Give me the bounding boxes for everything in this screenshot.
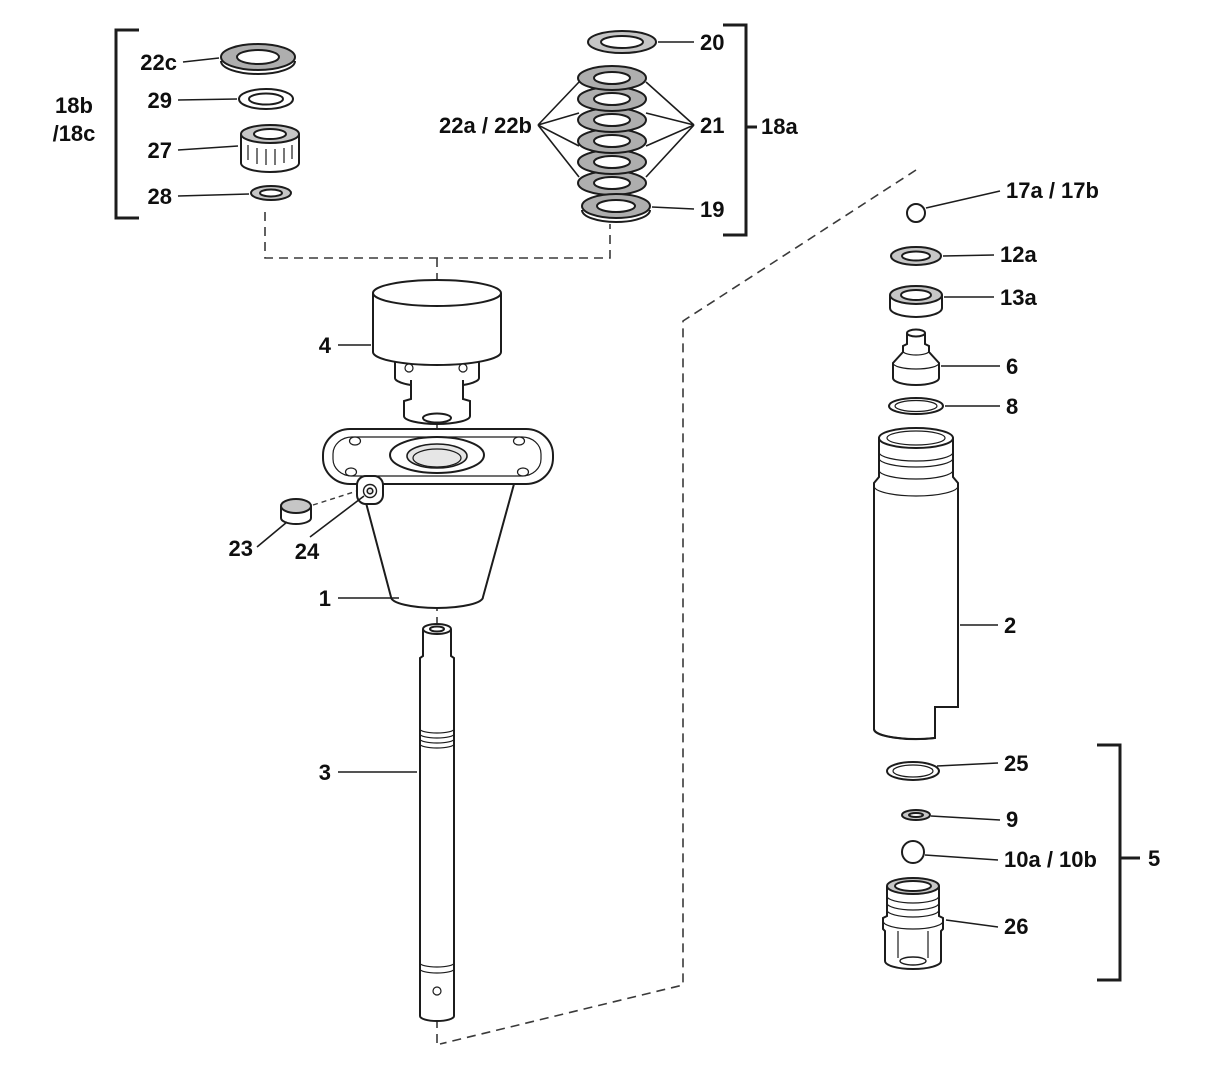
leader-9 bbox=[930, 815, 1001, 821]
callout-27: 27 bbox=[148, 138, 172, 163]
bracket-18bc bbox=[114, 28, 139, 220]
part-26-foot-valve bbox=[882, 877, 944, 970]
callout-3: 3 bbox=[319, 760, 331, 785]
part-oring-8 bbox=[888, 397, 944, 415]
part-23-plug bbox=[280, 498, 312, 525]
part-seal-12a bbox=[890, 246, 942, 266]
part-ring-28 bbox=[250, 185, 292, 201]
leader-23 bbox=[256, 521, 288, 548]
callout-17ab: 17a / 17b bbox=[1006, 178, 1099, 203]
callout-18c: /18c bbox=[53, 121, 96, 146]
leader-25 bbox=[936, 762, 999, 767]
group-18a: 22a / 22b 20 21 18a 19 bbox=[439, 23, 798, 237]
callout-1: 1 bbox=[319, 586, 331, 611]
callout-5: 5 bbox=[1148, 846, 1160, 871]
part-bushing-27 bbox=[240, 124, 300, 173]
leader-17 bbox=[925, 190, 1001, 209]
leader-26 bbox=[945, 919, 999, 928]
part-2-cylinder bbox=[872, 427, 960, 741]
callout-29: 29 bbox=[148, 88, 172, 113]
callout-13a: 13a bbox=[1000, 285, 1037, 310]
part-ring-13a bbox=[889, 285, 943, 318]
leader-12a bbox=[942, 254, 995, 257]
leader-10 bbox=[924, 854, 999, 861]
callout-9: 9 bbox=[1006, 807, 1018, 832]
callout-18b: 18b bbox=[55, 93, 93, 118]
callout-19: 19 bbox=[700, 197, 724, 222]
callout-4: 4 bbox=[319, 333, 332, 358]
part-ball-17 bbox=[906, 203, 926, 223]
part-3-piston-rod bbox=[419, 623, 455, 1022]
leader-24 bbox=[309, 495, 365, 538]
part-seal-ring-22c bbox=[220, 43, 296, 75]
callout-28: 28 bbox=[148, 184, 172, 209]
assembly-centerlines bbox=[264, 169, 917, 1046]
callout-22ab: 22a / 22b bbox=[439, 113, 532, 138]
part-washer-9 bbox=[901, 809, 931, 821]
bracket-18a bbox=[723, 23, 748, 237]
part-4-cap bbox=[372, 279, 502, 425]
group-18bc: 18b /18c 22c 29 27 28 bbox=[53, 28, 300, 220]
part-oring-25 bbox=[886, 761, 940, 781]
callout-12a: 12a bbox=[1000, 242, 1037, 267]
callout-10ab: 10a / 10b bbox=[1004, 847, 1097, 872]
callout-23: 23 bbox=[229, 536, 253, 561]
part-ring-19 bbox=[581, 193, 651, 223]
part-ball-10 bbox=[901, 840, 925, 864]
part-1-pump-body bbox=[322, 428, 554, 609]
part-ring-20 bbox=[587, 30, 657, 54]
callout-6: 6 bbox=[1006, 354, 1018, 379]
callout-20: 20 bbox=[700, 30, 724, 55]
part-valve-6 bbox=[892, 328, 940, 386]
bracket-5 bbox=[1097, 743, 1122, 982]
callout-26: 26 bbox=[1004, 914, 1028, 939]
leader-lines-18bc bbox=[177, 57, 250, 197]
callout-25: 25 bbox=[1004, 751, 1028, 776]
callout-2: 2 bbox=[1004, 613, 1016, 638]
part-packing-stack-21 bbox=[577, 65, 647, 196]
callout-21: 21 bbox=[700, 113, 724, 138]
part-washer-29 bbox=[238, 88, 294, 110]
leader-lines-18a bbox=[537, 41, 695, 210]
callout-22c: 22c bbox=[140, 50, 177, 75]
callout-18a: 18a bbox=[761, 114, 798, 139]
callout-24: 24 bbox=[295, 539, 320, 564]
callout-8: 8 bbox=[1006, 394, 1018, 419]
